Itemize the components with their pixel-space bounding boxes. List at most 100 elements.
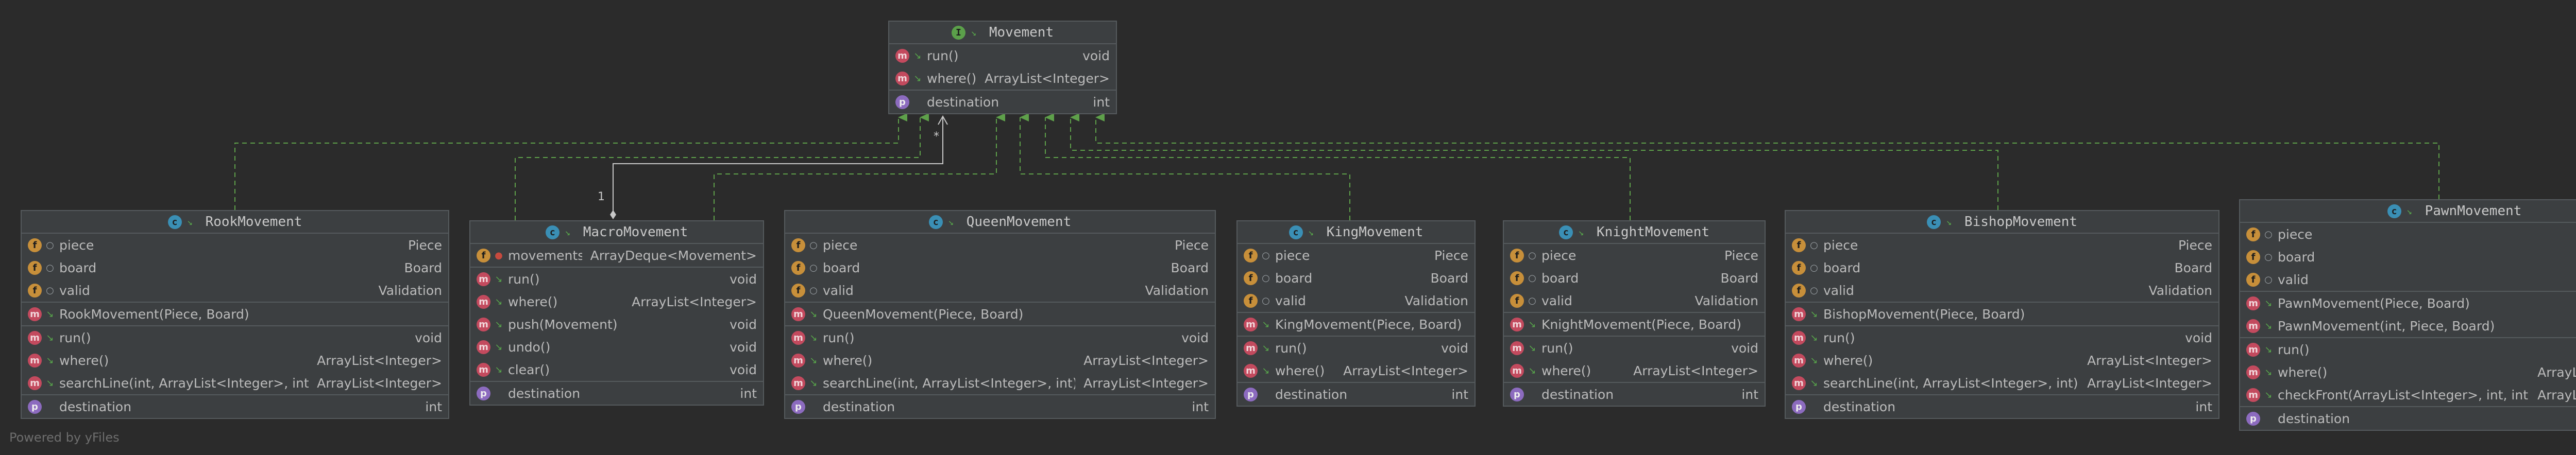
field-row-name: valid bbox=[1823, 283, 1854, 298]
method-row[interactable]: m↘where()ArrayList<Integer> bbox=[1786, 349, 2218, 372]
method-row[interactable]: m↘run()void bbox=[470, 267, 763, 290]
method-row[interactable]: m↘where()ArrayList<Integer> bbox=[2240, 361, 2576, 383]
constructor-row[interactable]: m↘KnightMovement(Piece, Board) bbox=[1504, 312, 1765, 336]
open-arrowhead bbox=[938, 115, 948, 125]
field-row-name: valid bbox=[1541, 293, 1572, 308]
method-row[interactable]: m↘run()void bbox=[889, 44, 1116, 67]
method-row-type: void bbox=[415, 330, 442, 345]
field-icon: f bbox=[791, 238, 805, 252]
public-visibility-icon: ↘ bbox=[495, 273, 503, 285]
method-row[interactable]: m↘run()void bbox=[1504, 336, 1765, 359]
constructor-row[interactable]: m↘PawnMovement(int, Piece, Board) bbox=[2240, 314, 2576, 337]
public-visibility-icon: ↘ bbox=[913, 73, 922, 84]
property-row-type: int bbox=[2195, 399, 2212, 414]
method-row[interactable]: m↘where()ArrayList<Integer> bbox=[785, 349, 1215, 372]
package-visibility-icon: ○ bbox=[809, 262, 818, 273]
method-row[interactable]: m↘where()ArrayList<Integer> bbox=[470, 290, 763, 313]
constructor-row[interactable]: m↘BishopMovement(Piece, Board) bbox=[1786, 302, 2218, 325]
property-row-name: destination bbox=[1823, 399, 1896, 414]
aggregation-edge bbox=[613, 116, 943, 211]
constructor-row[interactable]: m↘RookMovement(Piece, Board) bbox=[22, 302, 448, 325]
method-row[interactable]: m↘searchLine(int, ArrayList<Integer>, in… bbox=[22, 372, 448, 394]
method-icon: m bbox=[28, 353, 42, 367]
method-row[interactable]: m↘run()void bbox=[1786, 325, 2218, 349]
method-row[interactable]: m↘where()ArrayList<Integer> bbox=[1238, 359, 1475, 382]
public-visibility-icon: ↘ bbox=[809, 308, 818, 320]
method-icon: m bbox=[28, 376, 42, 390]
package-visibility-icon: ○ bbox=[46, 262, 54, 273]
method-row-type: void bbox=[730, 339, 757, 355]
class-title: KingMovement bbox=[1326, 224, 1423, 240]
method-row[interactable]: m↘where()ArrayList<Integer> bbox=[22, 349, 448, 372]
class-pawnmovement[interactable]: c↘PawnMovementf○piecePiecef○boardBoardf○… bbox=[2239, 199, 2576, 431]
class-title: MacroMovement bbox=[583, 224, 688, 240]
method-row-name: push(Movement) bbox=[508, 317, 618, 332]
method-row[interactable]: m↘checkFront(ArrayList<Integer>, int, in… bbox=[2240, 383, 2576, 406]
method-row[interactable]: m↘searchLine(int, ArrayList<Integer>, in… bbox=[1786, 372, 2218, 394]
method-icon: m bbox=[1792, 330, 1806, 345]
method-row[interactable]: m↘searchLine(int, ArrayList<Integer>, in… bbox=[785, 372, 1215, 394]
method-icon: m bbox=[791, 307, 805, 321]
method-row[interactable]: m↘undo()void bbox=[470, 336, 763, 358]
method-row[interactable]: m↘run()void bbox=[22, 325, 448, 349]
constructor-row[interactable]: m↘KingMovement(Piece, Board) bbox=[1238, 312, 1475, 336]
method-row[interactable]: m↘run()void bbox=[785, 325, 1215, 349]
method-row-name: where() bbox=[1823, 353, 1873, 368]
field-row-type: Board bbox=[2174, 260, 2212, 275]
method-row[interactable]: m↘run()void bbox=[2240, 337, 2576, 361]
constructor-row-name: RookMovement(Piece, Board) bbox=[59, 306, 249, 322]
package-visibility-icon: ○ bbox=[2264, 251, 2273, 262]
class-title: QueenMovement bbox=[966, 214, 1072, 230]
property-row-name: destination bbox=[2278, 411, 2350, 426]
method-row[interactable]: m↘run()void bbox=[1238, 336, 1475, 359]
method-row[interactable]: m↘clear()void bbox=[470, 358, 763, 381]
method-row-name: where() bbox=[2278, 364, 2328, 380]
class-icon: c bbox=[1558, 225, 1573, 239]
public-visibility-icon: ↘ bbox=[1946, 216, 1952, 227]
constructor-row[interactable]: m↘QueenMovement(Piece, Board) bbox=[785, 302, 1215, 325]
method-row[interactable]: m↘where()ArrayList<Integer> bbox=[889, 67, 1116, 90]
method-row-type: void bbox=[730, 362, 757, 377]
method-row[interactable]: m↘where()ArrayList<Integer> bbox=[1504, 359, 1765, 382]
public-visibility-icon: ↘ bbox=[2406, 205, 2412, 217]
class-header: c↘QueenMovement bbox=[785, 211, 1215, 234]
method-row[interactable]: m↘push(Movement)void bbox=[470, 313, 763, 336]
field-icon: f bbox=[2246, 250, 2260, 264]
method-row-type: void bbox=[1181, 330, 1209, 345]
constructor-row[interactable]: m↘PawnMovement(Piece, Board) bbox=[2240, 291, 2576, 314]
